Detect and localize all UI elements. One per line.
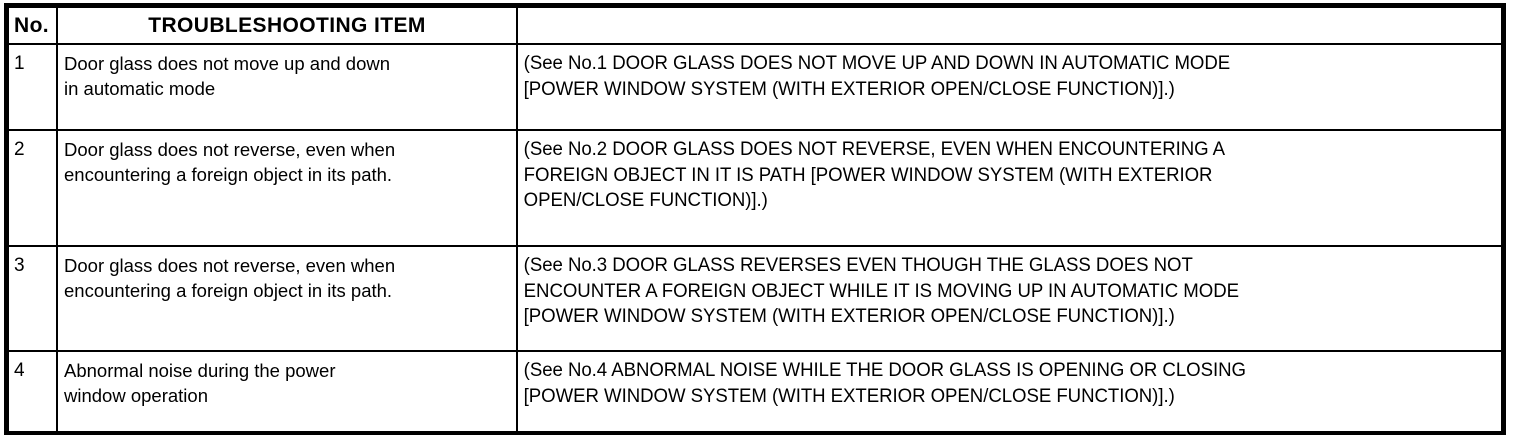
- cell-troubleshooting-item: Door glass does not reverse, even when e…: [56, 245, 518, 352]
- page-root: No. TROUBLESHOOTING ITEM 1 Door glass do…: [4, 3, 1506, 435]
- cell-reference: (See No.1 DOOR GLASS DOES NOT MOVE UP AN…: [516, 43, 1460, 131]
- cell-reference: (See No.3 DOOR GLASS REVERSES EVEN THOUG…: [516, 245, 1460, 352]
- table-row: 3 Door glass does not reverse, even when…: [6, 245, 1503, 352]
- table-row: 4 Abnormal noise during the power window…: [6, 350, 1503, 434]
- column-header-troubleshooting-item: TROUBLESHOOTING ITEM: [56, 5, 518, 45]
- table-header: No. TROUBLESHOOTING ITEM: [6, 5, 1504, 45]
- column-header-reference: [516, 5, 1504, 45]
- cell-reference: (See No.2 DOOR GLASS DOES NOT REVERSE, E…: [516, 129, 1460, 247]
- table-body: 1 Door glass does not move up and down i…: [6, 43, 1503, 434]
- table-row: 1 Door glass does not move up and down i…: [6, 43, 1503, 131]
- cell-no: 1: [6, 43, 58, 131]
- cell-troubleshooting-item: Door glass does not reverse, even when e…: [56, 129, 518, 247]
- header-row: No. TROUBLESHOOTING ITEM: [6, 5, 1504, 45]
- cell-no: 4: [6, 350, 58, 434]
- troubleshooting-table: No. TROUBLESHOOTING ITEM 1 Door glass do…: [4, 3, 1506, 435]
- cell-no: 2: [6, 129, 58, 247]
- cell-no: 3: [6, 245, 58, 352]
- cell-reference: (See No.4 ABNORMAL NOISE WHILE THE DOOR …: [516, 350, 1460, 434]
- column-header-no: No.: [6, 5, 58, 45]
- table-row: 2 Door glass does not reverse, even when…: [6, 129, 1503, 247]
- cell-troubleshooting-item: Door glass does not move up and down in …: [56, 43, 518, 131]
- cell-troubleshooting-item: Abnormal noise during the power window o…: [56, 350, 518, 434]
